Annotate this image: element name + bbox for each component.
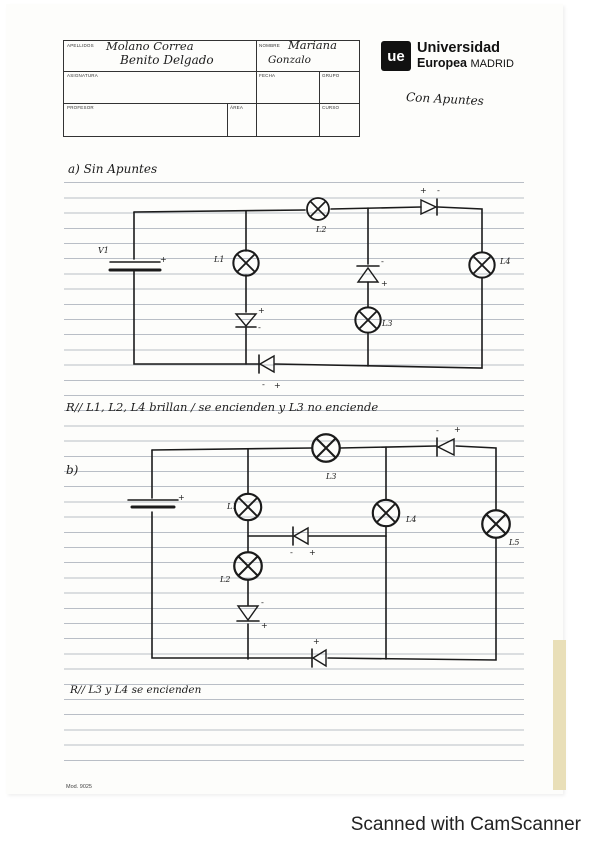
label-a-l2: L2 [315, 225, 326, 234]
polarity-mark: + [258, 306, 265, 315]
polarity-mark: + [381, 279, 388, 288]
section-b-answer: R// L3 y L4 se encienden [70, 684, 202, 696]
apellidos-value-1: Molano Correa [106, 39, 194, 53]
asignatura-label: ASIGNATURA [67, 73, 98, 78]
polarity-mark: - [261, 598, 264, 607]
university-logo: ue Universidad Europea MADRID [381, 39, 531, 75]
polarity-mark: + [420, 186, 427, 195]
label-b-l5: L5 [508, 538, 519, 547]
apellidos-label: APELLIDOS [67, 43, 94, 48]
polarity-mark: + [160, 255, 167, 264]
polarity-mark: - [262, 380, 265, 389]
polarity-mark: + [261, 621, 268, 630]
apellidos-value-2: Benito Delgado [120, 53, 214, 67]
lamp-b-l2 [233, 551, 263, 581]
label-a-l3: L3 [381, 319, 392, 328]
polarity-mark: - [437, 186, 440, 195]
area-label: ÁREA [230, 105, 244, 110]
lamp-a-l4 [468, 251, 496, 279]
polarity-mark: - [436, 426, 439, 435]
grupo-label: GRUPO [322, 73, 340, 78]
polarity-mark: - [381, 257, 384, 266]
label-b-l2: L2 [219, 575, 230, 584]
lamp-b-l1 [233, 492, 263, 522]
label-a-l1: L1 [213, 255, 224, 264]
nombre-value-2: Gonzalo [268, 54, 311, 66]
label-b-l1: L1 [226, 502, 237, 511]
nombre-value-1: Mariana [288, 38, 337, 52]
lamp-b-l5 [481, 509, 511, 539]
brand-line-1: Universidad [417, 40, 500, 56]
circuit-b [127, 437, 497, 668]
polarity-mark: + [313, 637, 320, 646]
polarity-mark: + [178, 493, 185, 502]
polarity-mark: + [274, 381, 281, 390]
student-info-form: APELLIDOS NOMBRE ASIGNATURA FECHA GRUPO … [63, 40, 360, 137]
section-b-title: b) [66, 463, 79, 477]
label-a-v1: V1 [98, 246, 109, 255]
section-a-answer: R// L1, L2, L4 brillan / se encienden y … [66, 400, 379, 414]
model-code: Mod. 9025 [66, 784, 92, 790]
polarity-mark: - [258, 323, 261, 332]
lamp-a-l1 [232, 249, 260, 277]
lamp-a-l3 [354, 306, 382, 334]
lamp-b-l3 [311, 433, 341, 463]
curso-label: CURSO [322, 105, 340, 110]
nombre-label: NOMBRE [259, 43, 280, 48]
ue-logo-icon: ue [381, 41, 411, 71]
fecha-label: FECHA [259, 73, 276, 78]
label-b-l3: L3 [325, 472, 336, 481]
section-a-title: a) Sin Apuntes [68, 162, 158, 176]
footer-bar [0, 800, 599, 848]
label-a-l4: L4 [499, 257, 510, 266]
camscanner-footer: Scanned with CamScanner [350, 814, 581, 835]
brand-line-2: Europea MADRID [417, 56, 514, 70]
polarity-mark: - [290, 548, 293, 557]
lamp-a-l2 [306, 197, 330, 221]
ruled-lines [64, 168, 524, 768]
paper-edge [553, 640, 566, 790]
polarity-mark: + [309, 548, 316, 557]
profesor-label: PROFESOR [67, 105, 94, 110]
polarity-mark: + [454, 425, 461, 434]
lamp-b-l4 [371, 498, 401, 528]
label-b-l4: L4 [405, 515, 416, 524]
circuit-a [108, 198, 483, 374]
